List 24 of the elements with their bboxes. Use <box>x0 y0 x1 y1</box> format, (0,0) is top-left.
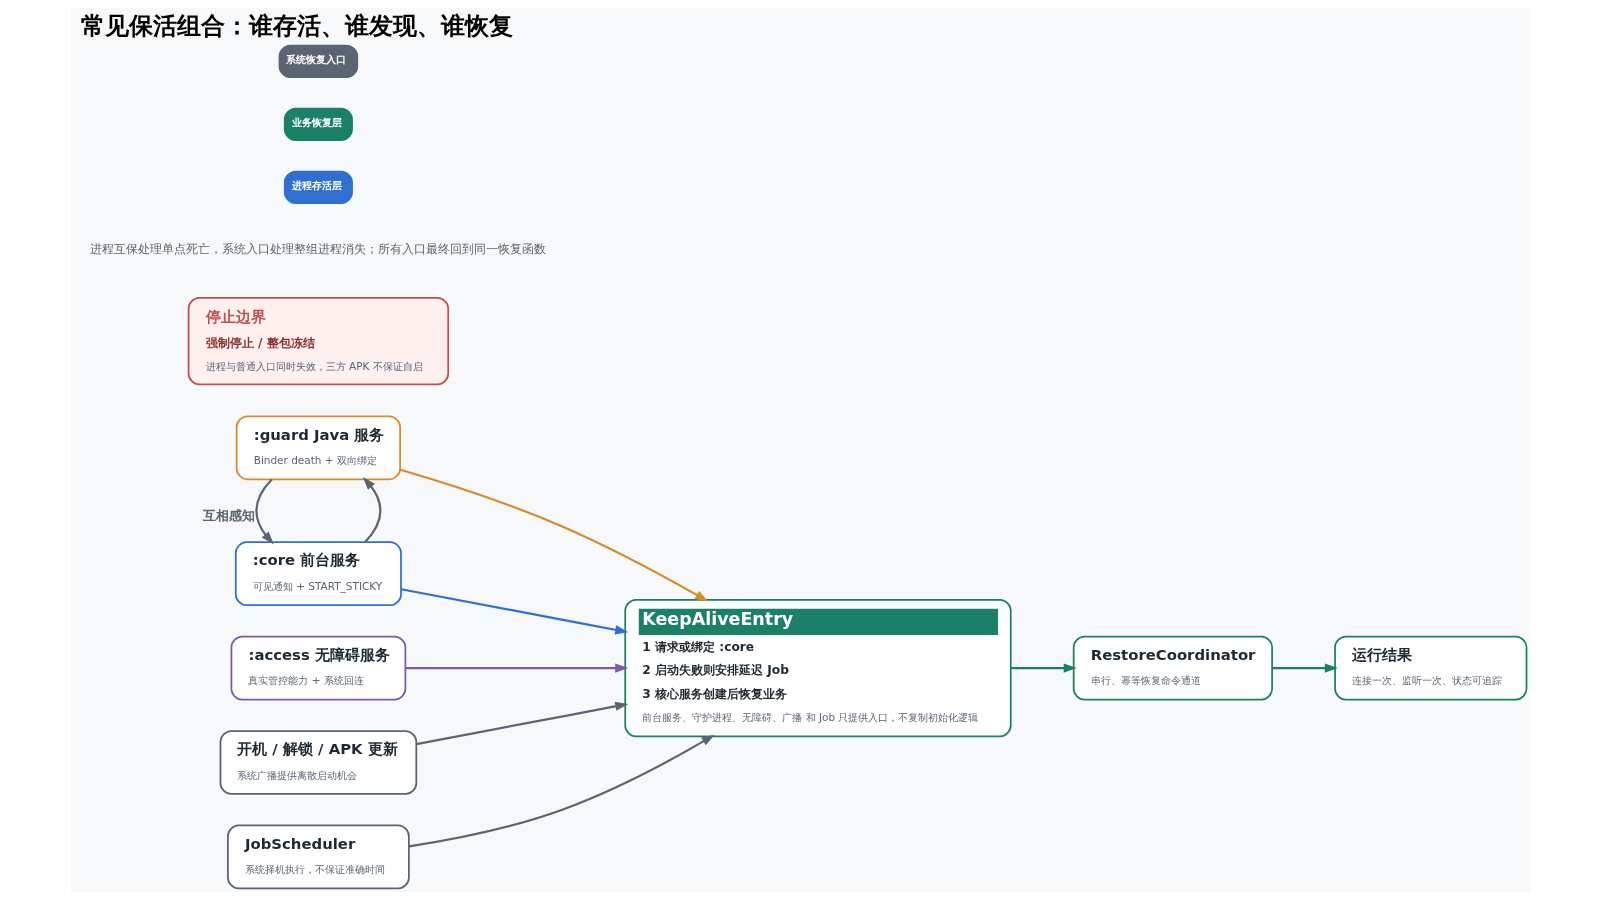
node-box: :guard Java 服务 Binder death + 双向绑定 <box>235 415 401 481</box>
node-box: RestoreCoordinator 串行、幂等恢复命令通道 <box>1072 635 1273 701</box>
node-box: 开机 / 解锁 / APK 更新 系统广播提供离散启动机会 <box>219 730 417 795</box>
node-box: 停止边界 强制停止 / 整包冻结 进程与普通入口同时失效，三方 APK 不保证自启 <box>187 297 449 386</box>
arrow <box>404 663 628 673</box>
arrow <box>399 468 708 602</box>
arrow <box>1271 663 1338 673</box>
arrow <box>254 478 274 545</box>
label: 业务恢复层 <box>291 116 342 129</box>
label: 进程互保处理单点死亡，系统入口处理整组进程消失；所有入口最终回到同一恢复函数 <box>89 242 546 257</box>
arrow <box>400 588 628 635</box>
node-box: 运行结果 连接一次、监听一次、状态可追踪 <box>1333 635 1527 701</box>
arrow <box>1010 663 1077 673</box>
node-box: :core 前台服务 可见通知 + START_STICKY <box>234 541 402 607</box>
arrow <box>362 476 381 543</box>
diagram-title: 常见保活组合：谁存活、谁发现、谁恢复 <box>80 10 513 40</box>
arrow <box>408 734 715 848</box>
edge-label: 互相感知 <box>202 508 255 524</box>
node-box: JobScheduler 系统择机执行，不保证准确时间 <box>226 824 410 890</box>
node-box: KeepAliveEntry 1 请求或绑定 :core 2 启动失败则安排延迟 Job 3 核心服务创建后恢复业务 前台服务、守护进程、无障碍、广播 和 Job 只提供入口，不复制初始化逻辑 <box>623 599 1012 738</box>
arrow <box>415 701 628 746</box>
label: 进程存活层 <box>291 179 342 192</box>
node-box: :access 无障碍服务 真实管控能力 + 系统回连 <box>230 635 406 701</box>
label: 系统恢复入口 <box>285 53 346 66</box>
